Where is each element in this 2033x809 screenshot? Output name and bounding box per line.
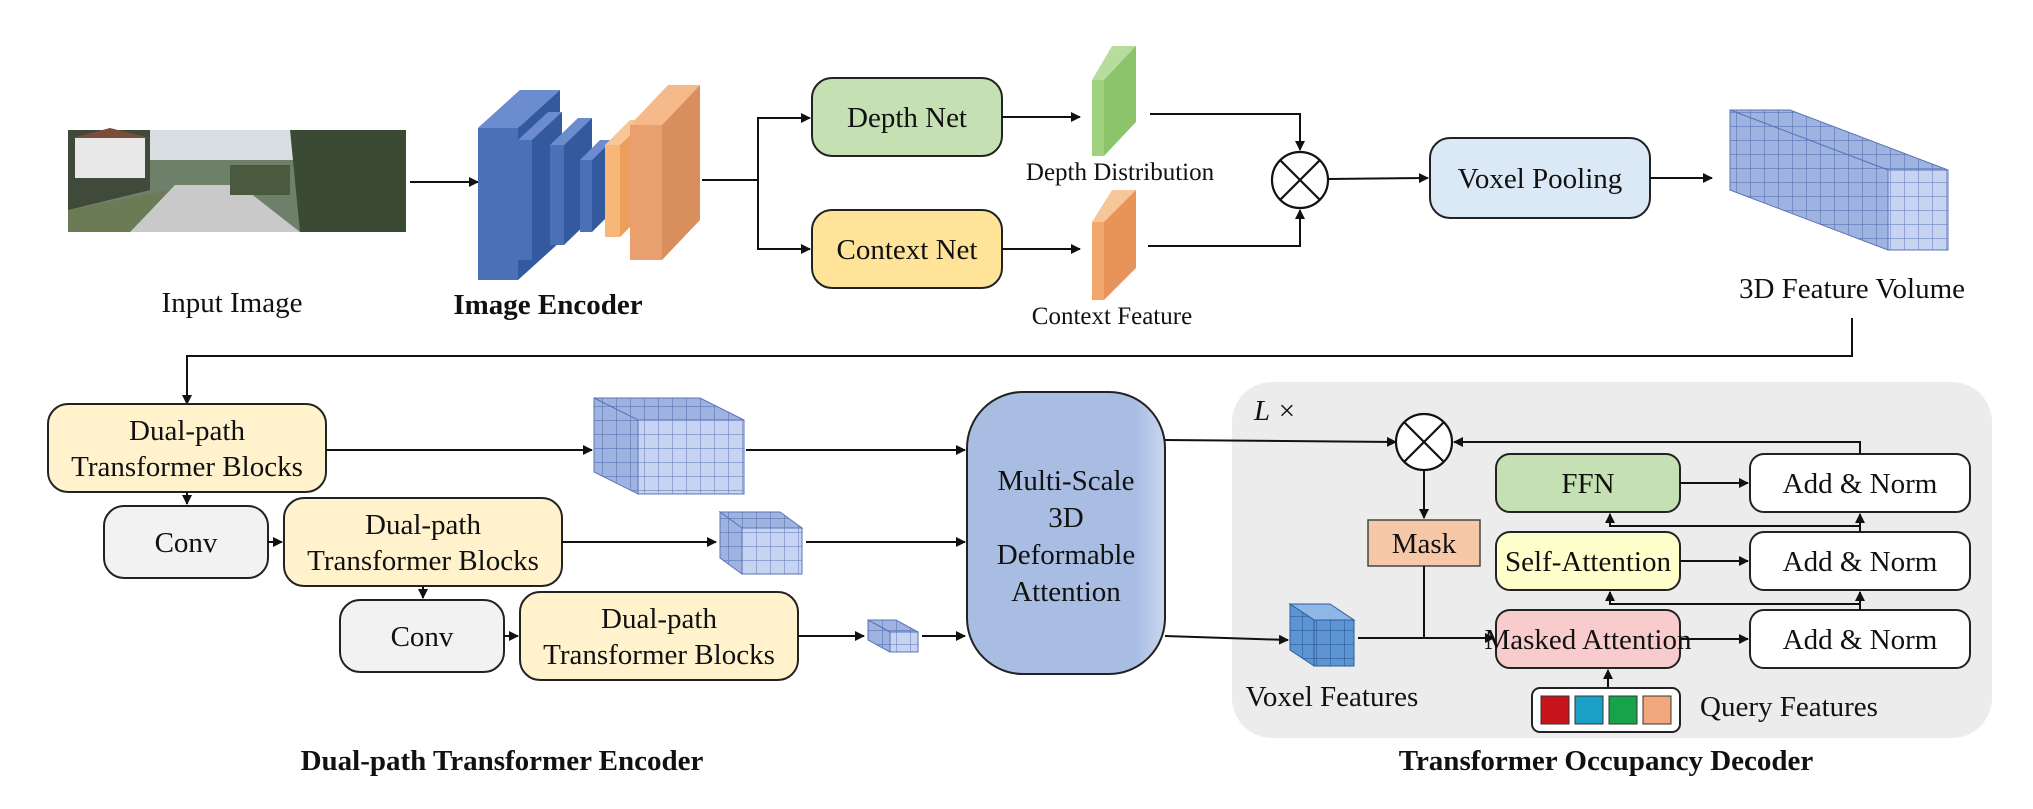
attention-line-2: 3D [1048, 502, 1083, 534]
context-feature-icon [1092, 190, 1136, 300]
context-net-label: Context Net [837, 234, 978, 266]
query-token-1 [1540, 695, 1570, 725]
input-image-label: Input Image [162, 287, 303, 319]
dual-path-block-2: Dual-path Transformer Blocks [283, 497, 563, 587]
query-token-2 [1574, 695, 1604, 725]
query-features-icon [1531, 687, 1681, 733]
query-token-4 [1642, 695, 1672, 725]
conv-2-box: Conv [339, 599, 505, 673]
add-norm-3: Add & Norm [1749, 453, 1971, 513]
image-encoder-label: Image Encoder [453, 289, 642, 321]
dual-path-block-3: Dual-path Transformer Blocks [519, 591, 799, 681]
arrow-to-depth-net [757, 113, 811, 180]
voxel-pooling-box: Voxel Pooling [1429, 137, 1651, 219]
depth-net-box: Depth Net [811, 77, 1003, 157]
voxel-features-label: Voxel Features [1246, 681, 1419, 713]
conv-1-box: Conv [103, 505, 269, 579]
decoder-multiply-icon [1394, 412, 1454, 472]
arrow-loop-to-mul [1453, 437, 1861, 454]
scale-volume-small [867, 619, 919, 653]
add-norm-1-label: Add & Norm [1783, 624, 1938, 656]
attention-line-3: Deformable [997, 539, 1136, 571]
arrow-mul-to-pool [1327, 173, 1429, 184]
arrow-depth-to-mul [1150, 113, 1305, 151]
input-image [68, 128, 406, 232]
add-norm-1: Add & Norm [1749, 609, 1971, 669]
deformable-attention-box: Multi-Scale 3D Deformable Attention [966, 391, 1166, 675]
block-1-line1: Dual-path [129, 415, 245, 447]
arrow-attention-to-voxel [1164, 634, 1289, 645]
ffn-box: FFN [1495, 453, 1681, 513]
block-1-line2: Transformer Blocks [71, 451, 303, 483]
conv-1-label: Conv [155, 527, 218, 559]
outer-product-icon [1270, 150, 1330, 210]
self-attention-label: Self-Attention [1505, 546, 1671, 578]
scale-volume-medium [718, 511, 804, 575]
voxel-pooling-label: Voxel Pooling [1458, 163, 1623, 195]
feature-volume-label: 3D Feature Volume [1739, 273, 1965, 305]
masked-attention-label: Masked Attention [1484, 624, 1692, 656]
block-3-line1: Dual-path [601, 603, 717, 635]
add-norm-2-label: Add & Norm [1783, 546, 1938, 578]
image-encoder-icon [478, 85, 700, 280]
encoder-title: Dual-path Transformer Encoder [301, 745, 704, 777]
decoder-title: Transformer Occupancy Decoder [1399, 745, 1814, 777]
conv-2-label: Conv [391, 621, 454, 653]
mask-box: Mask [1367, 519, 1481, 567]
scale-volume-large [593, 397, 745, 495]
feature-volume-icon [1729, 109, 1949, 251]
ffn-label: FFN [1561, 468, 1614, 500]
block-2-line2: Transformer Blocks [307, 545, 539, 577]
context-net-box: Context Net [811, 209, 1003, 289]
add-norm-3-label: Add & Norm [1783, 468, 1938, 500]
arrow-volume-to-encoder [182, 318, 1853, 405]
arrow-attention-to-mul [1164, 436, 1397, 447]
arrow-context-to-mul [1148, 209, 1305, 247]
repeat-label: L × [1253, 395, 1296, 427]
attention-line-4: Attention [1011, 576, 1121, 608]
context-feature-label: Context Feature [1032, 303, 1192, 330]
block-3-line2: Transformer Blocks [543, 639, 775, 671]
self-attention-box: Self-Attention [1495, 531, 1681, 591]
block-2-line1: Dual-path [365, 509, 481, 541]
arrow-to-context-net [757, 180, 811, 254]
masked-attention-box: Masked Attention [1484, 609, 1692, 669]
attention-line-1: Multi-Scale [998, 465, 1135, 497]
voxel-features-icon [1288, 603, 1356, 667]
arrow-norm1-to-self [1605, 591, 1860, 605]
query-features-label: Query Features [1700, 691, 1878, 723]
depth-net-label: Depth Net [847, 102, 967, 134]
query-token-3 [1608, 695, 1638, 725]
depth-distribution-icon [1092, 46, 1136, 156]
arrow-norm2-to-ffn [1605, 513, 1860, 527]
mask-label: Mask [1392, 528, 1457, 560]
dual-path-block-1: Dual-path Transformer Blocks [47, 403, 327, 493]
depth-distribution-label: Depth Distribution [1026, 159, 1215, 186]
add-norm-2: Add & Norm [1749, 531, 1971, 591]
